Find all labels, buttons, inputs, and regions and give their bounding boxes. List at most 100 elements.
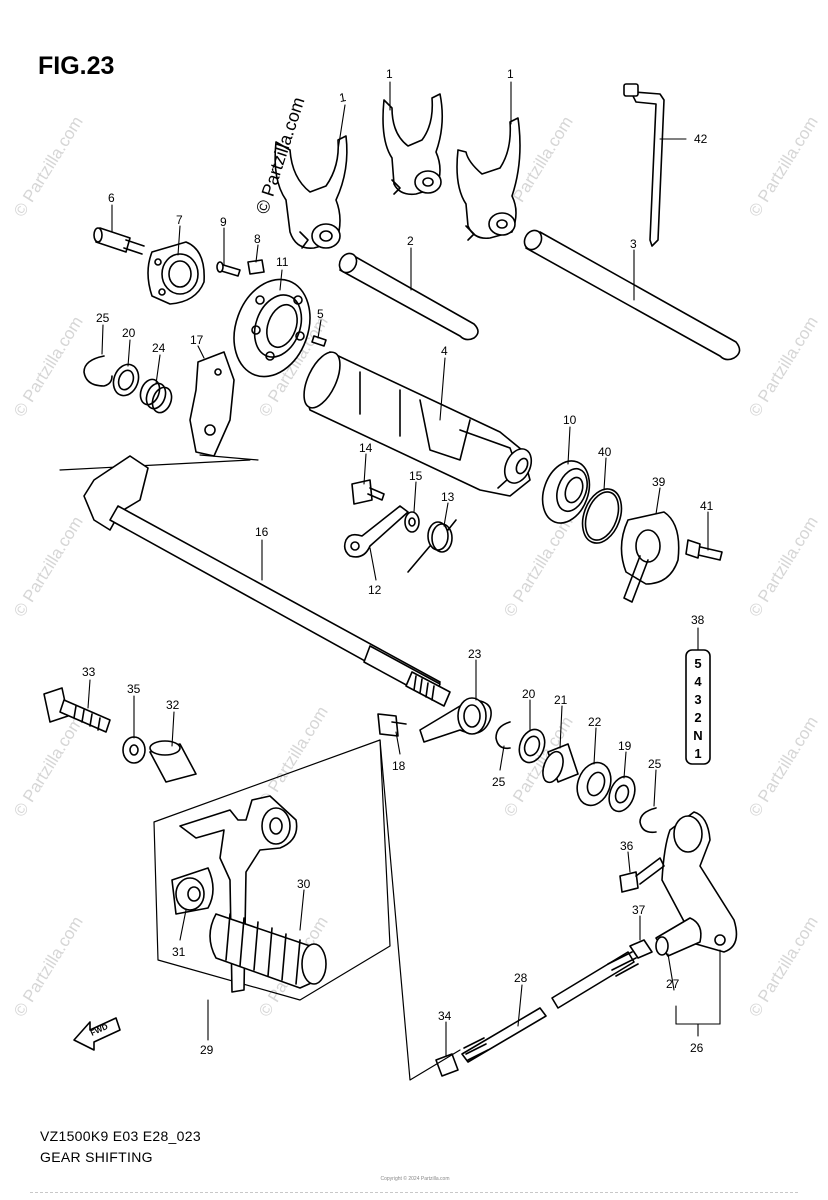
callout-label: 33 [82, 665, 96, 679]
callout-label: 29 [200, 1043, 214, 1057]
leader-line [59, 459, 251, 471]
screw-small [216, 261, 241, 277]
gearshift-cam [303, 351, 533, 497]
callout-label: 9 [220, 215, 227, 229]
callout-label: 31 [172, 945, 186, 959]
oil-seal-22 [576, 761, 612, 807]
callout-label: 1 [386, 67, 393, 81]
callout-label: 38 [691, 613, 705, 627]
bearing-small [541, 460, 591, 524]
gearshift-arm-plate [189, 351, 235, 457]
callout-label: 13 [441, 490, 455, 504]
stopper-pin-18 [377, 713, 407, 737]
callout-label: 4 [441, 344, 448, 358]
gear-letter: 5 [694, 656, 701, 671]
circlip-25-upper [83, 355, 113, 387]
callout-label: 20 [522, 687, 536, 701]
bolt-33 [43, 687, 111, 733]
cotter-pin [623, 83, 665, 247]
callout-label: 15 [409, 469, 423, 483]
bolt-41 [685, 539, 723, 561]
lever-bushing-31 [171, 867, 214, 915]
gearshift-shaft [83, 455, 451, 707]
shift-cam-cover [620, 511, 680, 603]
bolt-36 [619, 857, 665, 893]
callout-label: 10 [563, 413, 577, 427]
stopper-pin [93, 227, 145, 255]
nut-34 [435, 1053, 459, 1077]
callout-label: 2 [407, 234, 414, 248]
figure-title: FIG.23 [38, 52, 115, 80]
spring-24 [139, 378, 173, 414]
callout-label: 25 [648, 757, 662, 771]
callout-label: 36 [620, 839, 634, 853]
leader-lines [87, 81, 721, 1057]
diagram-code: VZ1500K9 E03 E28_023 [40, 1128, 201, 1144]
bottom-divider [30, 1192, 798, 1193]
callout-label: 22 [588, 715, 602, 729]
shift-peg-rubber [209, 913, 327, 989]
gearshift-return-spring [419, 697, 492, 743]
callout-label: 12 [368, 583, 382, 597]
callout-label: 39 [652, 475, 666, 489]
callout-label: 19 [618, 739, 632, 753]
washer-19 [608, 775, 636, 813]
callout-label: 1 [338, 90, 347, 105]
bearing-large [233, 278, 311, 378]
callout-label: 27 [666, 977, 680, 991]
o-ring [581, 488, 623, 544]
copyright-text: Copyright © 2024 Partzilla.com [380, 1176, 450, 1182]
callout-label: 37 [632, 903, 646, 917]
callout-label: 28 [514, 971, 528, 985]
washer-20-lower [518, 728, 546, 764]
shift-fork-left [274, 135, 348, 249]
bolt-14 [351, 479, 385, 505]
callout-label: 16 [255, 525, 269, 539]
fork-shaft-short [338, 252, 479, 341]
leader-line [199, 454, 259, 461]
pin-5 [311, 335, 327, 347]
callout-label: 5 [317, 307, 324, 321]
callout-label: 1 [507, 67, 514, 81]
gear-indicator-letters: 5 4 3 2 N 1 [693, 656, 702, 761]
washer-20-upper [112, 363, 140, 397]
gear-letter: 2 [694, 710, 701, 725]
callout-label: 34 [438, 1009, 452, 1023]
callout-label: 40 [598, 445, 612, 459]
callout-label: 35 [127, 682, 141, 696]
fork-shaft-long [523, 229, 741, 361]
callout-labels: 1 1 1 2 3 42 6 7 9 8 11 5 4 25 20 24 17 … [82, 67, 714, 1057]
callout-label: 8 [254, 232, 261, 246]
gear-letter: 1 [694, 746, 701, 761]
nut-37 [629, 939, 653, 959]
cam-stopper-arm [343, 505, 409, 558]
gear-letter: 4 [694, 674, 702, 689]
lever-joint-27 [655, 917, 702, 957]
collar-32 [149, 740, 197, 783]
callout-label: 25 [492, 775, 506, 789]
callout-label: 3 [630, 237, 637, 251]
washer-15 [404, 511, 420, 533]
callout-label: 32 [166, 698, 180, 712]
callout-label: 42 [694, 132, 708, 146]
callout-label: 41 [700, 499, 714, 513]
gear-letter: 3 [694, 692, 701, 707]
callout-label: 21 [554, 693, 568, 707]
callout-label: 6 [108, 191, 115, 205]
diagram-name: GEAR SHIFTING [40, 1149, 153, 1165]
callout-label: 25 [96, 311, 110, 325]
callout-label: 20 [122, 326, 136, 340]
callout-label: 14 [359, 441, 373, 455]
circlip-25-lower [639, 807, 657, 834]
callout-label: 23 [468, 647, 482, 661]
washer-plate-8 [247, 259, 265, 275]
callout-label: 26 [690, 1041, 704, 1055]
fwd-arrow-icon [73, 1017, 121, 1051]
shift-fork-right [456, 117, 521, 241]
needle-bearing-21 [542, 743, 579, 784]
gearshift-lever [179, 795, 298, 993]
callout-label: 7 [176, 213, 183, 227]
callout-label: 11 [276, 255, 289, 269]
